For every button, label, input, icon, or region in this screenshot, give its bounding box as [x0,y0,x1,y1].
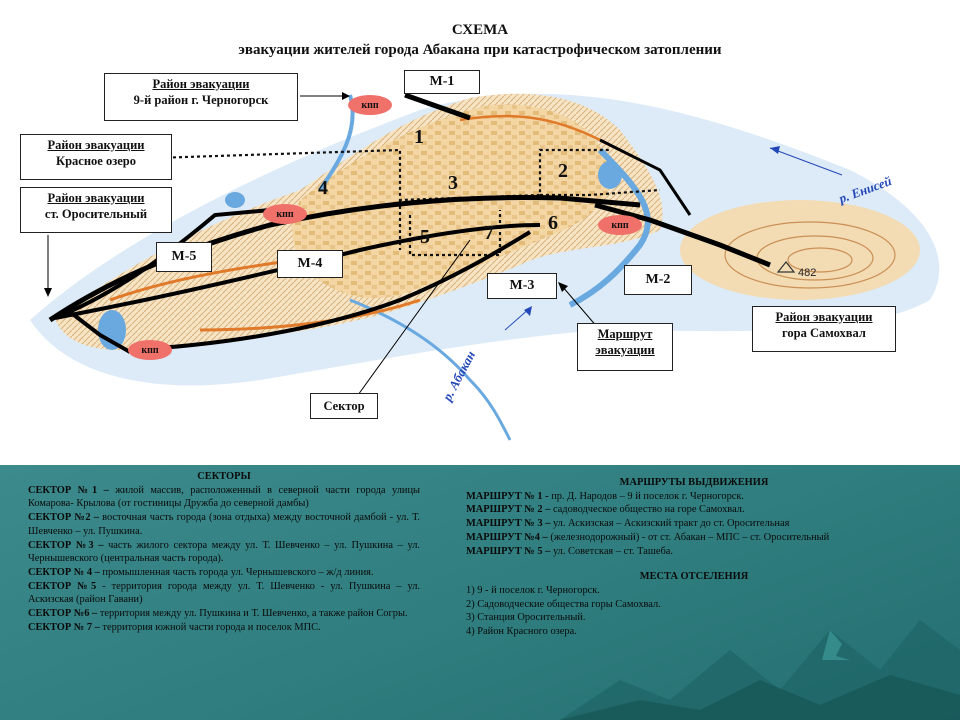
elevation-label: 482 [798,267,816,279]
routes-section: МАРШРУТЫ ВЫДВИЖЕНИЯ МАРШРУТ № 1 - пр. Д.… [466,476,922,639]
resettlement-heading: МЕСТА ОТСЕЛЕНИЯ [639,571,749,583]
sector-item-4: СЕКТОР № 4 – промышленная часть города у… [28,566,374,578]
sectors-section: СЕКТОРЫ СЕКТОР №1 – жилой массив, распол… [28,470,420,634]
resettlement-item-3: 3) Станция Оросительный. [466,612,586,624]
city-map: 482 [30,92,940,441]
sector-number-2: 2 [558,160,568,182]
checkpoint-south: кпп [128,340,172,360]
checkpoint-west: кпп [263,204,307,224]
route-item-4: МАРШРУТ №4 – (железнодорожный) - от ст. … [466,531,830,543]
sector-number-5: 5 [420,226,430,248]
sector-item-6: СЕКТОР №6 – территория между ул. Пушкина… [28,608,408,620]
sector-boundary [154,148,610,202]
route-item-2: МАРШРУТ № 2 – садоводческое общество на … [466,504,745,516]
sector-item-5: СЕКТОР №5 - территория города между ул. … [28,580,420,606]
zone-krasnoe-ozero: Район эвакуации Красное озеро [20,134,172,180]
sector-number-7: 7 [484,222,494,244]
zone-samokhval: Район эвакуации гора Самохвал [752,306,896,352]
route-m2 [594,202,771,268]
legend-sector: Сектор [310,393,378,419]
route-m5 [54,208,271,320]
route-marker-m2: М-2 [624,265,692,295]
legend-route: Маршрут эвакуации [577,323,673,371]
sector-number-4: 4 [318,177,328,199]
route-item-1: МАРШРУТ № 1 - пр. Д. Народов – 9 й посел… [466,490,745,502]
sector-item-3: СЕКТОР №3 – часть жилого сектора между у… [28,539,421,565]
zone-chernogorsk: Район эвакуации 9-й район г. Черногорск [104,73,298,121]
route-item-5: МАРШРУТ № 5 – ул. Советская – ст. Ташеба… [466,545,673,557]
sector-item-2: СЕКТОР №2 – восточная часть города (зона… [28,512,421,537]
sector-number-6: 6 [548,212,558,234]
sector-number-1: 1 [414,126,424,148]
route-m1 [404,92,471,121]
mountain-decoration [560,620,960,720]
resettlement-item-1: 1) 9 - й поселок г. Черногорск. [466,584,600,596]
abakan-river [349,298,512,441]
route-marker-m5: М-5 [156,242,212,272]
route-marker-m4: М-4 [277,250,343,278]
map-title: СХЕМА [451,22,509,38]
route-m3 [129,230,532,352]
checkpoint-north: кпп [348,95,392,115]
checkpoint-east: кпп [598,215,642,235]
zone-orositelny: Район эвакуации ст. Оросительный [20,187,172,233]
sector-item-1: СЕКТОР №1 – жилой массив, расположенный … [28,484,420,510]
route-m4 [54,223,541,320]
sectors-heading: СЕКТОРЫ [197,471,251,482]
sector-item-7: СЕКТОР № 7 – территория южной части горо… [28,621,321,633]
route-marker-m1: М-1 [404,70,480,94]
map-subtitle: эвакуации жителей города Абакана при кат… [238,42,722,58]
resettlement-item-2: 2) Садоводческие общества горы Самохвал. [466,598,661,610]
routes-heading: МАРШРУТЫ ВЫДВИЖЕНИЯ [619,477,769,488]
route-marker-m3: М-3 [487,273,557,299]
route-item-3: МАРШРУТ № 3 – ул. Аскизская – Аскизский … [466,518,790,530]
yenisei-river [568,147,651,308]
sector-number-3: 3 [448,172,458,194]
resettlement-item-4: 4) Район Красного озера. [466,626,577,638]
